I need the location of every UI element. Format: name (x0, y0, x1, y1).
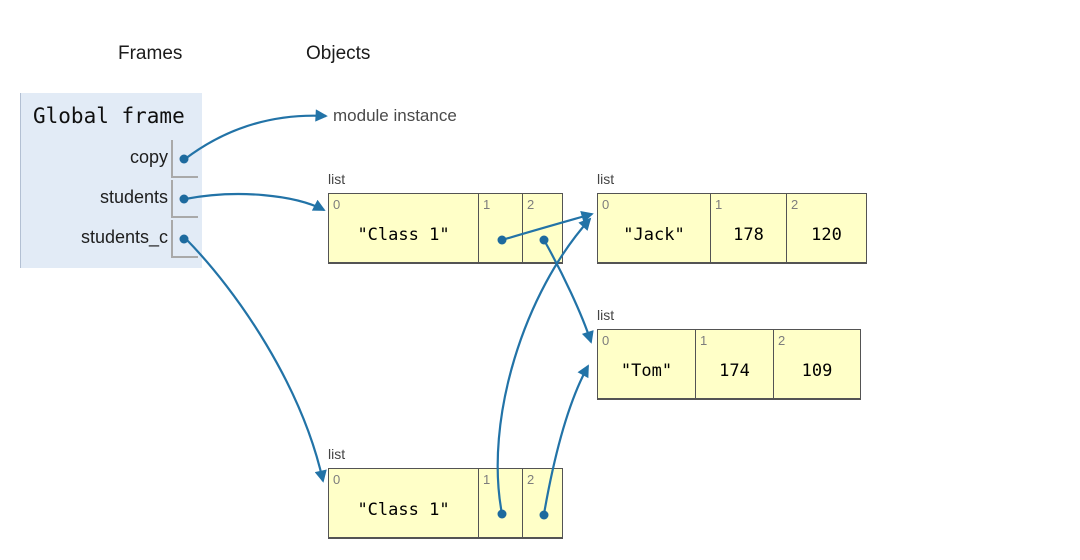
list-tom-object[interactable]: list 0 "Tom" 1 174 2 109 (597, 306, 861, 400)
cell-value: 109 (801, 361, 833, 381)
list-cell: 1 178 (710, 194, 786, 262)
cell-value: 178 (733, 225, 764, 245)
list-cells: 0 "Class 1" 1 2 (328, 468, 563, 539)
list-cells: 0 "Jack" 1 178 2 120 (597, 193, 867, 264)
objects-header: Objects (306, 43, 371, 64)
cell-index: 2 (778, 333, 786, 348)
pointer-cell: 1 (478, 194, 522, 262)
pointer-cell: 2 (522, 194, 562, 262)
list-type-label: list (328, 446, 346, 462)
cell-value: 120 (811, 225, 842, 245)
list-jack-object[interactable]: list 0 "Jack" 1 178 2 120 (597, 170, 867, 264)
cell-value: "Class 1" (357, 500, 450, 520)
arrow-students-to-list-students (184, 192, 326, 211)
frames-header: Frames (118, 43, 183, 64)
list-cells: 0 "Tom" 1 174 2 109 (597, 329, 861, 400)
cell-index: 1 (483, 197, 491, 212)
cell-index: 2 (527, 472, 535, 487)
variable-slot-copy (171, 140, 198, 178)
list-cell: 1 174 (695, 330, 773, 398)
variable-name-students: students (99, 187, 168, 207)
list-type-label: list (597, 307, 615, 323)
list-cell: 0 "Class 1" (329, 469, 478, 537)
variable-slot-students-c (171, 220, 198, 258)
list-cell: 2 109 (773, 330, 860, 398)
list-students-c-object[interactable]: list 0 "Class 1" 1 2 (328, 445, 563, 539)
cell-value: "Tom" (620, 361, 673, 381)
cell-index: 0 (602, 333, 610, 348)
list-cell: 0 "Jack" (598, 194, 710, 262)
pointer-cell: 2 (522, 469, 562, 537)
variable-name-copy: copy (129, 147, 168, 167)
cell-index: 1 (715, 197, 723, 212)
cell-index: 0 (333, 197, 341, 212)
arrow-students-c-to-list-students-c (185, 238, 327, 483)
cell-index: 0 (333, 472, 341, 487)
list-type-label: list (597, 171, 615, 187)
cell-value: 174 (719, 361, 750, 381)
pointer-cell: 1 (478, 469, 522, 537)
list-cell: 2 120 (786, 194, 866, 262)
arrow-copy-to-module-instance (184, 109, 328, 160)
cell-index: 2 (791, 197, 799, 212)
list-cell: 0 "Tom" (598, 330, 695, 398)
variable-slot-students (171, 180, 198, 218)
list-cells: 0 "Class 1" 1 2 (328, 193, 563, 264)
cell-value: "Class 1" (357, 225, 450, 245)
cell-index: 2 (527, 197, 535, 212)
global-frame-title: Global frame (33, 104, 185, 128)
module-instance-label: module instance (333, 106, 457, 125)
cell-value: "Jack" (623, 225, 685, 245)
cell-index: 0 (602, 197, 610, 212)
variable-name-students-c: students_c (80, 227, 168, 247)
list-cell: 0 "Class 1" (329, 194, 478, 262)
cell-index: 1 (700, 333, 708, 348)
cell-index: 1 (483, 472, 491, 487)
list-type-label: list (328, 171, 346, 187)
list-students-object[interactable]: list 0 "Class 1" 1 2 (328, 170, 563, 264)
